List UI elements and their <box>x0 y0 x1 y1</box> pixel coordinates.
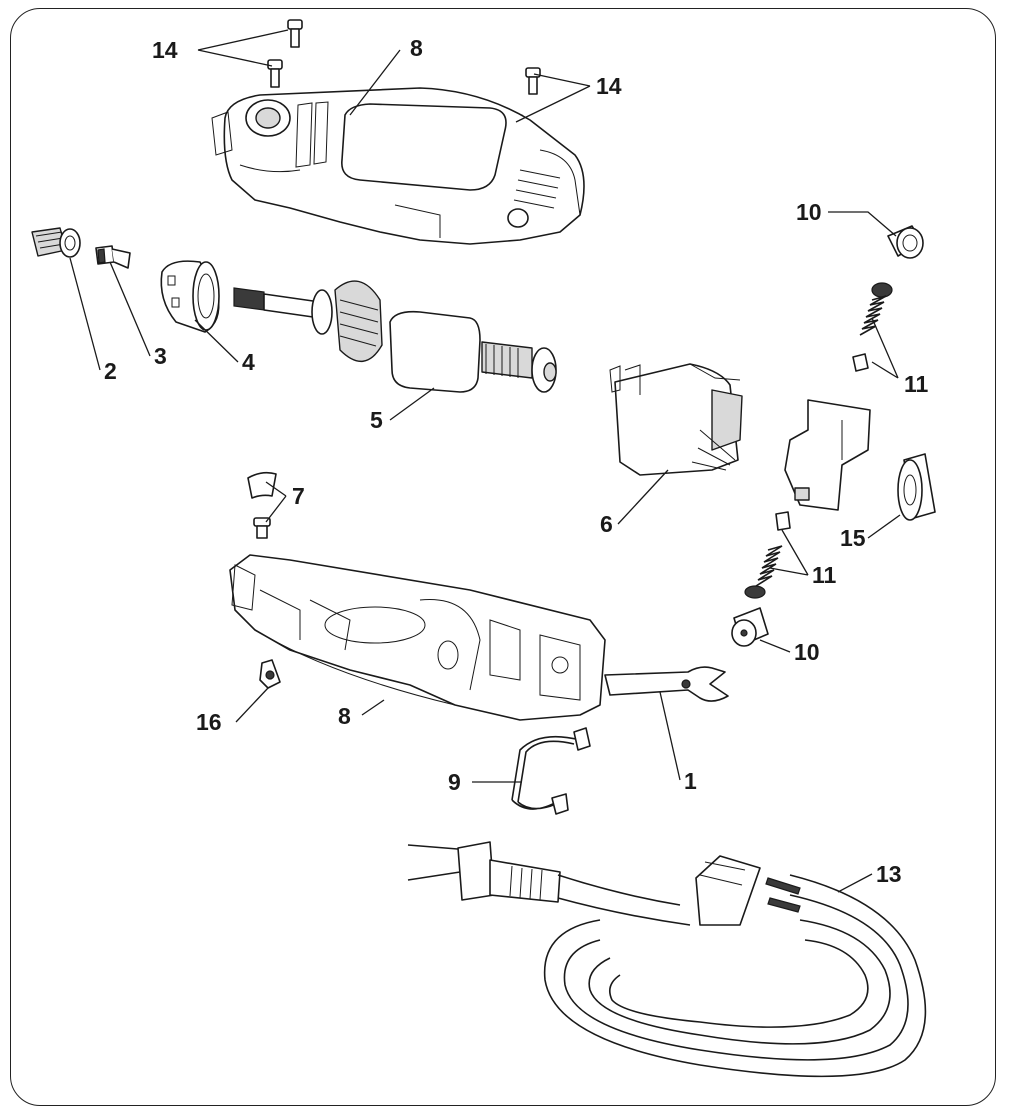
callout-10-bottom: 10 <box>794 639 820 665</box>
part-3-collet <box>95 245 131 269</box>
part-5-armature <box>233 280 557 393</box>
leader-lines <box>69 29 901 893</box>
callout-7: 7 <box>292 483 305 509</box>
callout-4: 4 <box>242 349 255 375</box>
part-9-wire-clip <box>511 727 591 815</box>
brush-holder <box>784 399 871 511</box>
callout-11-bottom: 11 <box>812 562 837 588</box>
part-1-spanner <box>604 666 729 702</box>
part-7-clip-and-screw <box>247 471 277 539</box>
part-6-stator <box>609 363 743 476</box>
part-4-nose-cap <box>160 260 220 333</box>
callout-8-top: 8 <box>410 35 423 61</box>
part-16-small-clip <box>259 659 281 689</box>
part-14-screws-left <box>267 19 303 88</box>
callout-8-bottom: 8 <box>338 703 351 729</box>
callout-2: 2 <box>104 358 117 384</box>
part-11-bottom-spring-brush <box>744 511 791 599</box>
callout-13: 13 <box>876 861 902 887</box>
callout-11-top: 11 <box>904 371 929 397</box>
callout-1: 1 <box>684 768 697 794</box>
part-8-bottom-housing <box>229 554 606 721</box>
callout-6: 6 <box>600 511 613 537</box>
part-2-collet-nut <box>31 227 81 258</box>
part-13-power-cord <box>407 841 927 1078</box>
part-10-top-bush <box>887 225 924 259</box>
callout-15: 15 <box>840 525 866 551</box>
callout-10-top: 10 <box>796 199 822 225</box>
part-10-bottom-bush <box>731 607 769 647</box>
callout-9: 9 <box>448 769 461 795</box>
part-8-top-housing <box>211 87 585 245</box>
callout-5: 5 <box>370 407 383 433</box>
diagram-frame <box>10 8 996 1106</box>
callout-16: 16 <box>196 709 222 735</box>
part-15-ring <box>897 453 936 521</box>
callout-labels: 14 8 14 10 11 2 3 4 5 6 7 15 11 10 8 16 … <box>104 35 929 887</box>
part-11-top-spring-brush <box>852 282 893 372</box>
callout-14-left: 14 <box>152 37 178 63</box>
callout-14-right: 14 <box>596 73 622 99</box>
callout-3: 3 <box>154 343 167 369</box>
